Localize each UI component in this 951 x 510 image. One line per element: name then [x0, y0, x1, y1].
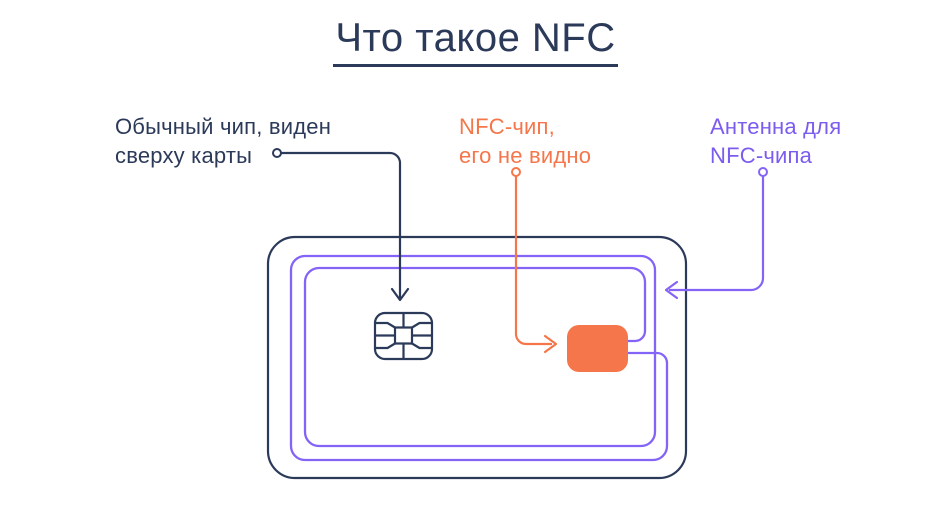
leader-dot-nfc [511, 167, 521, 177]
leader-dot-regular [272, 148, 282, 158]
label-nfc-chip: NFC-чип, его не видно [459, 112, 591, 170]
label-regular-chip: Обычный чип, виден сверху карты [115, 112, 331, 170]
emv-chip-icon [373, 311, 434, 361]
card-outline [266, 235, 688, 480]
arrow-down-icon [390, 287, 410, 302]
leader-nfc-chip [511, 167, 558, 354]
label-nfc-chip-line2: его не видно [459, 143, 592, 168]
arrow-right-icon [543, 334, 558, 354]
arrow-left-icon [664, 280, 679, 300]
leader-dot-antenna [758, 167, 768, 177]
label-antenna-line1: Антенна для [710, 114, 842, 139]
page-title: Что такое NFC [0, 16, 951, 67]
leader-antenna [664, 167, 768, 300]
label-antenna-line2: NFC-чипа [710, 143, 813, 168]
page-title-text: Что такое NFC [333, 16, 618, 67]
label-antenna: Антенна для NFC-чипа [710, 112, 841, 170]
nfc-chip-icon [567, 325, 628, 372]
leader-regular-chip [272, 148, 410, 302]
label-regular-chip-line2: сверху карты [115, 143, 253, 168]
label-regular-chip-line1: Обычный чип, виден [115, 114, 332, 139]
antenna-coil-icon [289, 254, 669, 462]
label-nfc-chip-line1: NFC-чип, [459, 114, 555, 139]
